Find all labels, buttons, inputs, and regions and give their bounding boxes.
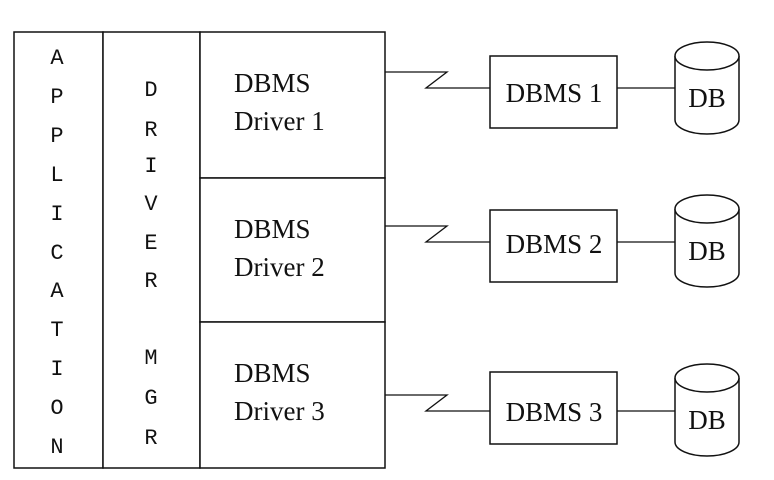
db-label: DB [688, 405, 726, 435]
mgr-label: M G R [144, 346, 157, 451]
db-label: DB [688, 236, 726, 266]
driver-letter: R [144, 118, 157, 143]
driver-letter: I [144, 154, 157, 179]
network-link [385, 71, 490, 89]
application-letter: A [50, 279, 64, 304]
network-link [385, 225, 490, 243]
driver-1: DBMS Driver 1 [199, 31, 386, 179]
dbms-label: DBMS 3 [506, 397, 603, 427]
driver-title: DBMS [234, 214, 311, 244]
application-letter: I [50, 202, 63, 227]
application-letter: A [50, 46, 64, 71]
database-cylinder-icon [674, 194, 740, 288]
driver-manager-box [102, 31, 201, 469]
application-letter: L [50, 163, 63, 188]
dbms-row-2: DBMS 2 DB [385, 194, 740, 288]
driver-title: DBMS [234, 358, 311, 388]
application-letter: C [50, 241, 63, 266]
dbms-row-3: DBMS 3 DB [385, 363, 740, 457]
driver-letter: V [144, 192, 158, 217]
application-letter: O [50, 396, 63, 421]
application-letter: T [50, 318, 63, 343]
driver-box [199, 321, 386, 469]
driver-3: DBMS Driver 3 [199, 321, 386, 469]
database-cylinder-icon [674, 41, 740, 135]
dbms-label: DBMS 1 [506, 78, 603, 108]
network-link [385, 394, 490, 412]
application-letter: N [50, 435, 63, 460]
application-letter: P [50, 85, 63, 110]
driver-subtitle: Driver 1 [234, 106, 325, 136]
application-label: A P P L I C A T I O N [50, 46, 64, 460]
driver-label: D R I V E R [144, 78, 158, 294]
dbms-box [489, 209, 618, 283]
application-box [13, 31, 104, 469]
dbms-row-1: DBMS 1 DB [385, 41, 740, 135]
db-label: DB [688, 83, 726, 113]
application-letter: P [50, 124, 63, 149]
driver-stack: DBMS Driver 1 DBMS Driver 2 DBMS Driver … [199, 31, 386, 469]
driver-letter: D [144, 78, 157, 103]
dbms-box [489, 371, 618, 445]
mgr-letter: G [144, 386, 157, 411]
dbms-label: DBMS 2 [506, 229, 603, 259]
driver-subtitle: Driver 2 [234, 252, 325, 282]
driver-title: DBMS [234, 68, 311, 98]
driver-letter: R [144, 269, 157, 294]
mgr-letter: M [144, 346, 157, 371]
driver-box [199, 177, 386, 323]
application-column: A P P L I C A T I O N [13, 31, 104, 469]
driver-box [199, 31, 386, 179]
dbms-box [489, 55, 618, 129]
driver-subtitle: Driver 3 [234, 396, 325, 426]
application-letter: I [50, 357, 63, 382]
database-cylinder-icon [674, 363, 740, 457]
driver-manager-column: D R I V E R M G R [102, 31, 201, 469]
driver-2: DBMS Driver 2 [199, 177, 386, 323]
driver-letter: E [144, 231, 157, 256]
mgr-letter: R [144, 426, 157, 451]
